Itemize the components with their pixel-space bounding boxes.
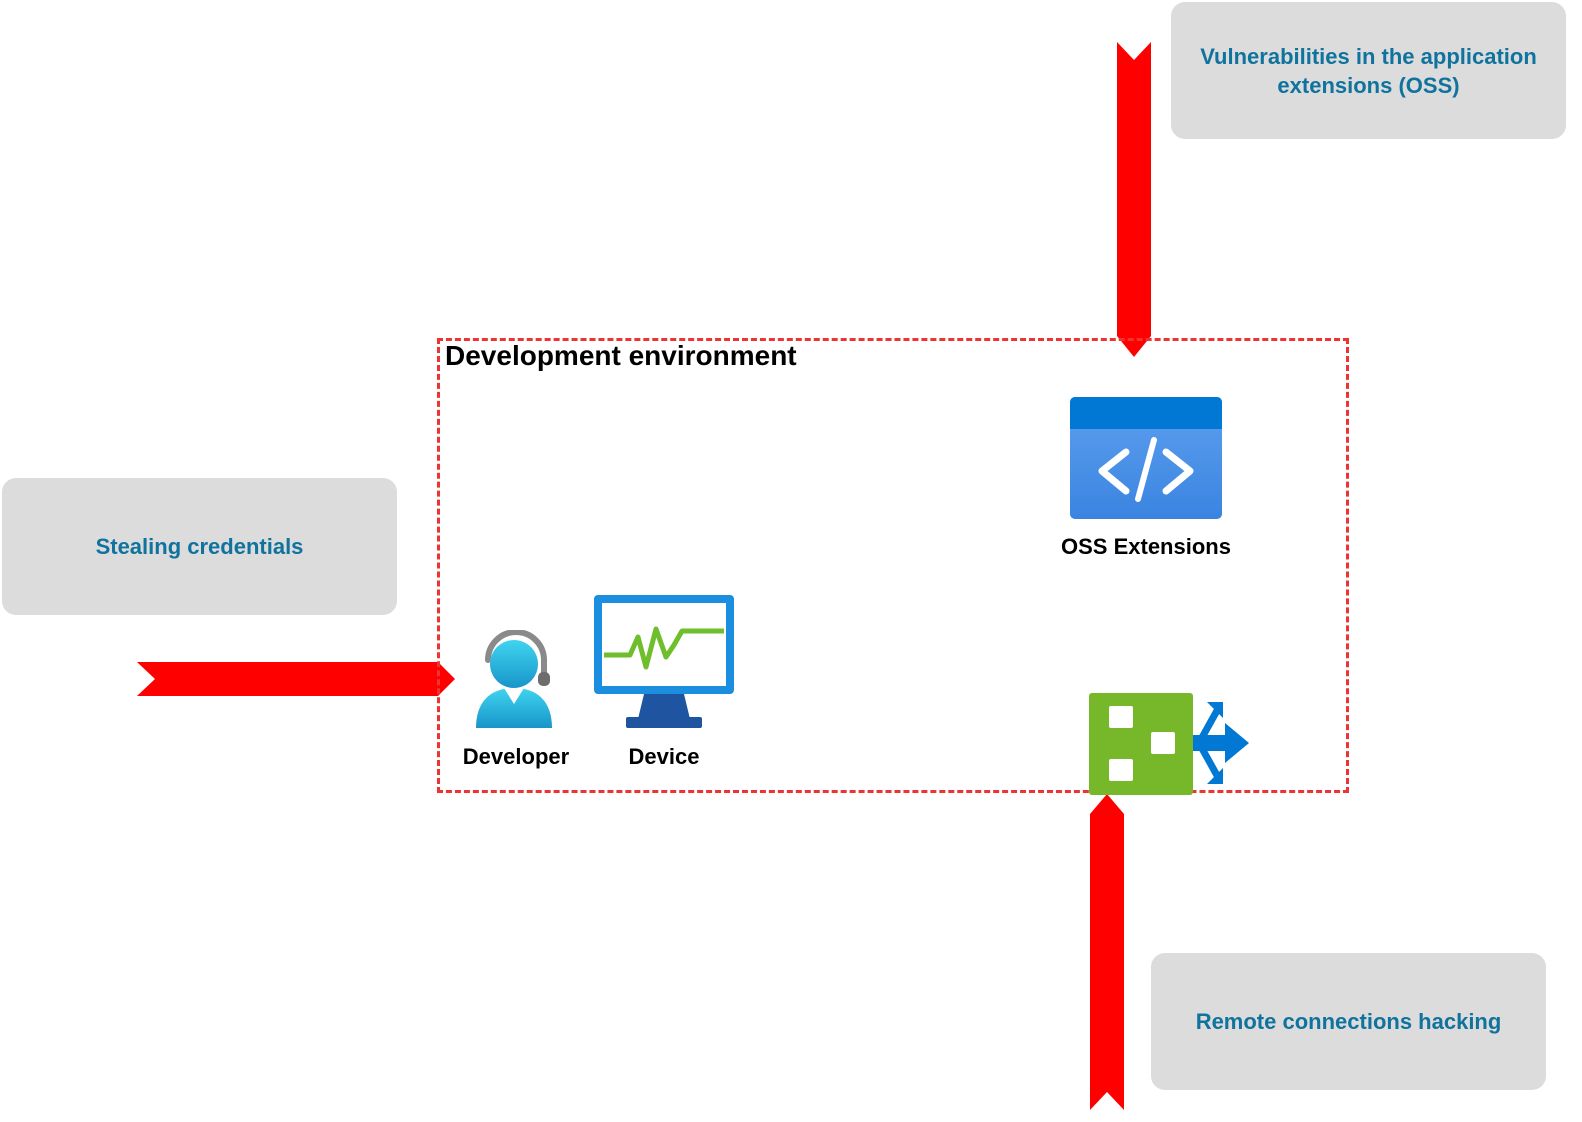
threat-remote-label: Remote connections hacking [1195, 1009, 1502, 1034]
developer-label: Developer [462, 744, 570, 769]
monitor-icon [594, 595, 734, 728]
developer-icon [476, 630, 552, 728]
arrow-stealing [137, 662, 455, 696]
threat-stealing-label: Stealing credentials [95, 534, 304, 559]
oss-extensions-label: OSS Extensions [1061, 534, 1231, 559]
device-label: Device [628, 744, 700, 769]
threat-vulnerabilities-box: Vulnerabilities in the application exten… [1171, 2, 1566, 139]
development-environment-boundary [437, 338, 1349, 793]
development-environment-title: Development environment [445, 340, 797, 371]
threat-remote-box: Remote connections hacking [1151, 953, 1546, 1090]
network-gateway-icon [1089, 693, 1249, 795]
threat-stealing-box: Stealing credentials [2, 478, 397, 615]
threat-vulnerabilities-label: Vulnerabilities in the application exten… [1200, 43, 1537, 98]
code-window-icon [1070, 397, 1222, 519]
arrow-remote [1090, 794, 1124, 1110]
arrow-vulnerabilities [1117, 42, 1151, 357]
